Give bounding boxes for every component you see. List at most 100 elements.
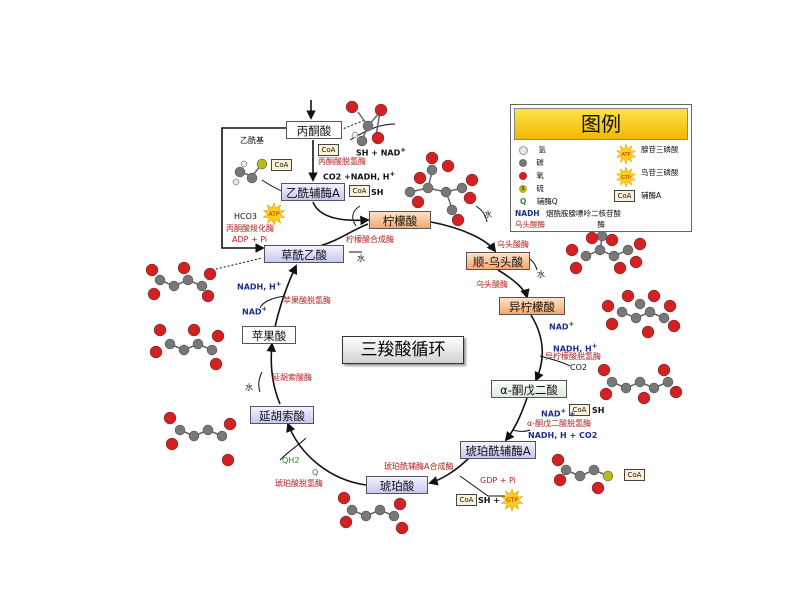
metabolite-acetyl-coa: 乙酰辅酶A — [281, 183, 345, 201]
metabolite-citrate: 柠檬酸 — [369, 211, 431, 229]
oxygen-atom — [345, 100, 359, 114]
carbon-atom — [422, 182, 434, 194]
oxygen-atom — [451, 213, 465, 227]
metabolite-cis-aconitate: 顺-乌头酸 — [466, 252, 530, 270]
label-sh-akgdh: SH — [592, 406, 605, 415]
hydrogen-atom — [240, 160, 248, 168]
carbon-atom — [606, 376, 618, 388]
arrow-oxaloacetate-citrate — [319, 223, 369, 247]
label-water-cs: 水 — [357, 254, 365, 263]
label-qh2: QH2 — [282, 456, 300, 465]
carbon-atom — [620, 382, 632, 394]
legend-coenzyme-q: Q 辅酶Q — [520, 197, 558, 206]
oxygen-atom — [657, 363, 671, 377]
metabolite-succinate: 琥珀酸 — [366, 476, 428, 494]
carbon-atom — [648, 382, 660, 394]
carbon-atom — [178, 344, 190, 356]
carbon-atom — [192, 338, 204, 350]
carbon-atom — [662, 376, 674, 388]
carbon-atom — [634, 298, 646, 310]
label-sh-scs: SH + — [478, 496, 500, 505]
oxygen-icon — [519, 172, 527, 180]
oxygen-atom — [605, 317, 619, 331]
label-water-aco1: 水 — [484, 210, 492, 219]
carbon-atom — [440, 186, 452, 198]
oxygen-atom — [605, 233, 619, 247]
label-hco3: HCO3 — [234, 212, 257, 221]
oxygen-atom — [371, 131, 385, 145]
oxygen-atom — [663, 299, 677, 313]
arrow-akg-succinylcoa — [504, 397, 528, 442]
enzyme-idh: 异柠檬酸脱氢酶 — [545, 352, 601, 361]
legend-coa-box: CoA — [614, 190, 635, 202]
oxygen-atom — [153, 323, 167, 337]
carbon-atom — [630, 312, 642, 324]
molecule-models — [145, 100, 683, 535]
arrow-fumarate-malate — [266, 342, 281, 405]
coa-box-pdh: CoA — [318, 144, 339, 156]
oxygen-atom — [601, 299, 615, 313]
metabolite-malate: 苹果酸 — [242, 326, 296, 344]
oxygen-atom — [585, 231, 599, 245]
side-arrow-gtp — [459, 475, 505, 497]
side-arrow-mdh — [259, 295, 286, 309]
carbon-atom — [560, 464, 572, 476]
label-nadh-co2-akgdh: NADH, H + CO2 — [528, 431, 598, 440]
label-water-aco2: 水 — [537, 270, 545, 279]
carbon-atom — [356, 135, 368, 147]
oxygen-atom — [165, 437, 179, 451]
carbon-atom — [202, 424, 214, 436]
legend-atp-icon: ATP — [621, 152, 630, 158]
carbon-atom — [608, 250, 620, 262]
arrow-succinate-fumarate — [286, 422, 367, 486]
legend-panel: 图例 氢 碳 氧 S 硫 Q 辅酶Q NADH 烟酰胺腺嘌呤二核苷酸 乌头酸酶 … — [510, 104, 692, 232]
carbon-atom — [362, 120, 374, 132]
carbon-atom — [360, 510, 372, 522]
carbon-atom — [634, 376, 646, 388]
legend-sulfur: S 硫 — [519, 184, 544, 194]
oxygen-atom — [163, 411, 177, 425]
arrow-isocitrate-akg — [530, 314, 544, 382]
carbon-atom — [246, 172, 258, 184]
oxygen-atom — [641, 325, 655, 339]
enzyme-akgdh: α-酮戊二酸脱氢酶 — [527, 419, 592, 428]
enzyme-mdh: 苹果酸脱氢酶 — [283, 296, 331, 305]
label-gdp-pi: GDP + Pi — [480, 476, 516, 485]
side-arrow-fumarase — [258, 371, 263, 393]
sulfur-atom — [256, 158, 268, 170]
oxygen-atom — [209, 357, 223, 371]
arrow-succinylcoa-succinate — [428, 456, 471, 486]
enzyme-pdh: 丙酮酸脱氢酶 — [318, 157, 366, 166]
oxygen-atom — [413, 171, 427, 185]
label-nadh-mdh: NADH, H+ — [237, 280, 282, 292]
metabolite-pyruvate: 丙酮酸 — [286, 121, 342, 139]
carbon-atom — [574, 470, 586, 482]
enzyme-fumarase: 延胡索酸酶 — [272, 373, 312, 382]
legend-energy-icons: ATP GTP — [615, 143, 637, 188]
oxygen-atom — [145, 263, 159, 277]
oxygen-atom — [211, 329, 225, 343]
oxygen-atom — [177, 261, 191, 275]
oxygen-atom — [565, 243, 579, 257]
arrow-citrate-cisaconitate — [430, 221, 497, 253]
enzyme-aconitase-1: 乌头酸酶 — [497, 240, 529, 249]
carbon-atom — [404, 186, 416, 198]
oxygen-atom — [339, 515, 353, 529]
oxygen-atom — [395, 521, 409, 535]
arrow-cisaconitate-isocitrate — [497, 269, 530, 299]
oxygen-atom — [591, 481, 605, 495]
coa-box-scs: CoA — [456, 494, 477, 506]
carbon-atom — [426, 164, 438, 176]
carbon-atom — [216, 430, 228, 442]
legend-atp: 腺苷三磷酸 — [641, 145, 679, 154]
coa-box-akgdh: CoA — [569, 404, 590, 416]
oxygen-atom — [203, 267, 217, 281]
oxygen-atom — [553, 473, 567, 487]
carbon-icon — [519, 159, 527, 167]
metabolite-succinyl-coa: 琥珀酰辅酶A — [460, 441, 536, 459]
oxygen-atom — [465, 173, 479, 187]
metabolite-alpha-ketoglutarate: α-酮戊二酸 — [491, 380, 567, 398]
label-nad-mdh: NAD+ — [242, 305, 268, 317]
